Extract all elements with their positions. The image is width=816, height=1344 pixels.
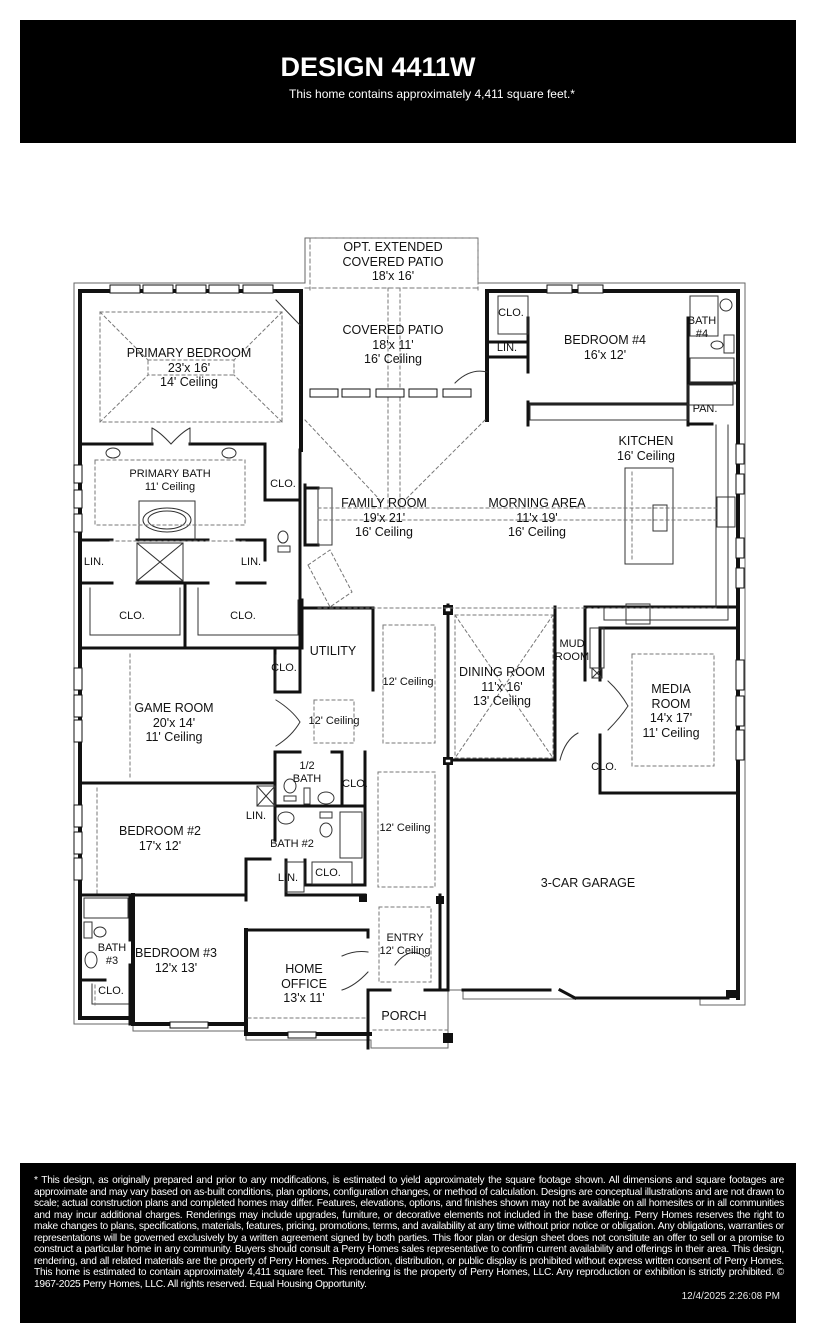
room-label-mud-room: MUD ROOM xyxy=(554,638,590,663)
pantry-label: PAN. xyxy=(692,403,718,415)
ceiling-label-hall-2: 12' Ceiling xyxy=(308,715,360,727)
room-label-media-room: MEDIA ROOM 14'x 17' 11' Ceiling xyxy=(642,682,700,740)
design-title: DESIGN 4411W xyxy=(280,52,476,82)
closet-label-bath-3: CLO. xyxy=(98,985,124,997)
room-label-bath-4: BATH #4 xyxy=(687,315,717,340)
room-label-half-bath: 1/2 BATH xyxy=(292,760,322,785)
room-label-family-room: FAMILY ROOM 19'x 21' 16' Ceiling xyxy=(341,496,427,539)
room-label-game-room: GAME ROOM 20'x 14' 11' Ceiling xyxy=(134,701,214,744)
room-label-bath-2: BATH #2 xyxy=(270,838,314,850)
disclaimer-text: * This design, as originally prepared an… xyxy=(34,1175,784,1290)
room-label-utility: UTILITY xyxy=(309,644,357,658)
room-label-3-car-garage: 3-CAR GARAGE xyxy=(540,876,636,890)
linen-label-primary-left: LIN. xyxy=(83,556,105,568)
closet-label-game-room: CLO. xyxy=(271,662,297,674)
room-label-porch: PORCH xyxy=(381,1009,427,1023)
ceiling-label-hall-3: 12' Ceiling xyxy=(379,822,431,834)
room-label-bath-3: BATH #3 xyxy=(97,942,127,967)
closet-label-primary-left: CLO. xyxy=(119,610,145,622)
closet-label-bath-2: CLO. xyxy=(315,867,341,879)
room-label-dining-room: DINING ROOM 11'x 16' 13' Ceiling xyxy=(458,665,546,708)
disclaimer-footer: * This design, as originally prepared an… xyxy=(20,1163,796,1323)
linen-label-bath-2-top: LIN. xyxy=(245,810,267,822)
room-label-home-office: HOME OFFICE 13'x 11' xyxy=(281,962,327,1005)
closet-label-bedroom-4: CLO. xyxy=(498,307,524,319)
room-label-kitchen: KITCHEN 16' Ceiling xyxy=(617,434,675,463)
linen-label-bath-2-bottom: LIN. xyxy=(277,872,299,884)
linen-label-primary-right: LIN. xyxy=(240,556,262,568)
closet-label-primary-right: CLO. xyxy=(230,610,256,622)
closet-label-hall: CLO. xyxy=(342,778,368,790)
room-label-primary-bath: PRIMARY BATH 11' Ceiling xyxy=(129,468,211,493)
ceiling-label-hall-1: 12' Ceiling xyxy=(382,676,434,688)
room-label-bedroom-2: BEDROOM #2 17'x 12' xyxy=(119,824,201,853)
square-footage-subtitle: This home contains approximately 4,411 s… xyxy=(289,87,575,101)
closet-label-primary-bath: CLO. xyxy=(270,478,296,490)
room-label-primary-bedroom: PRIMARY BEDROOM 23'x 16' 14' Ceiling xyxy=(126,346,252,389)
room-label-covered-patio: COVERED PATIO 18'x 11' 16' Ceiling xyxy=(342,323,444,366)
room-label-bedroom-3: BEDROOM #3 12'x 13' xyxy=(135,946,217,975)
room-label-opt-extended-patio: OPT. EXTENDED COVERED PATIO 18'x 16' xyxy=(342,240,444,283)
room-label-bedroom-4: BEDROOM #4 16'x 12' xyxy=(564,333,646,362)
linen-label-bedroom-4: LIN. xyxy=(496,342,518,354)
header-banner: DESIGN 4411W This home contains approxim… xyxy=(20,20,796,143)
timestamp: 12/4/2025 2:26:08 PM xyxy=(681,1291,780,1302)
room-label-morning-area: MORNING AREA 11'x 19' 16' Ceiling xyxy=(488,496,586,539)
room-label-entry: ENTRY 12' Ceiling xyxy=(379,932,431,957)
closet-label-media-room: CLO. xyxy=(591,761,617,773)
